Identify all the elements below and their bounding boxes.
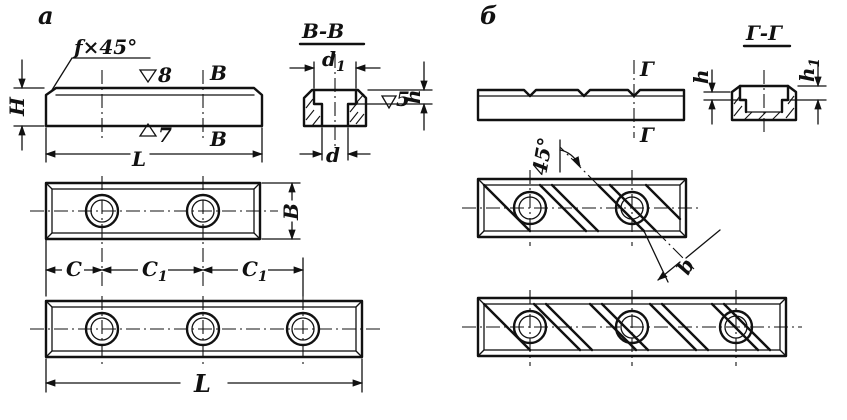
view-a-top-two-holes: B <box>30 176 303 290</box>
section-BB-hatch <box>311 115 321 127</box>
roughness-top-value: 8 <box>157 63 172 87</box>
dim-d-label: d <box>326 143 340 167</box>
dim-B-label: B <box>279 203 303 221</box>
dim-b-arrow-outer <box>685 229 721 259</box>
groove-line <box>532 302 582 352</box>
cut-B-bottom-label: В <box>209 127 227 151</box>
section-GG-hatch <box>785 107 795 119</box>
view-b-side-elevation: б Г Г <box>476 1 686 147</box>
section-GG-hatch <box>757 111 767 121</box>
dim-C1-a-label-bg <box>138 254 168 284</box>
grooved-plate-2-corner <box>679 230 687 238</box>
plate-2-corner <box>253 182 261 190</box>
section-GG-bore <box>738 84 790 114</box>
roughness-side-symbol <box>380 95 398 110</box>
dim-d1-label: d1 <box>322 47 346 75</box>
section-GG-hatch <box>743 111 753 121</box>
dim-C1-a-label: C1 <box>142 257 168 285</box>
roughness-bottom-value: 7 <box>158 123 172 147</box>
angle-label: 45° <box>527 135 557 176</box>
section-BB-body <box>302 88 368 128</box>
dim-L-label: L <box>131 147 146 171</box>
plate-3-corner <box>355 300 363 308</box>
section-GG-hatch <box>771 111 781 121</box>
view-a-side-elevation: а f×45° H L 8 7 В В <box>5 1 264 171</box>
groove-line <box>550 183 600 233</box>
dim-C-label-bg <box>62 254 84 278</box>
spacing-dimensions: C C1 C1 <box>44 239 305 297</box>
angle-arc <box>559 149 581 167</box>
dim-hgg-label: h <box>689 69 713 84</box>
section-GG-title: Г-Г <box>745 21 783 45</box>
dim-C-label: C <box>66 257 82 281</box>
section-BB-hatch <box>355 113 365 125</box>
grooved-plate-3-corner <box>477 349 485 357</box>
chamfer-leader <box>51 57 73 91</box>
dim-C1-b-label: C1 <box>242 257 268 285</box>
grooved-plate-2-corner <box>477 230 485 238</box>
section-GG-hatch <box>733 105 743 117</box>
chamfer-label: f×45° <box>72 35 137 59</box>
plate-3-corner <box>45 300 53 308</box>
dim-H-label: H <box>5 96 29 117</box>
roughness-bottom-symbol <box>138 122 158 137</box>
roughness-side-value: 5 <box>396 87 410 111</box>
view-b-label: б <box>480 1 497 30</box>
dim-b-ext-1 <box>655 230 695 270</box>
cut-B-top-label: В <box>209 61 227 85</box>
view-a-label: а <box>38 1 54 30</box>
plate-3-corner <box>45 350 53 358</box>
section-BB-hatch <box>356 93 365 103</box>
cut-G-top-label: Г <box>639 57 655 81</box>
dim-h1-label: h1 <box>795 58 823 82</box>
view-a-top-three-holes: L <box>30 296 380 398</box>
grooved-plate-3-corner <box>779 297 787 305</box>
grooved-bar-outline <box>476 88 686 122</box>
view-b-top-three-holes <box>462 290 802 366</box>
section-BB-hatch <box>349 111 359 123</box>
cut-G-bottom-label: Г <box>639 123 655 147</box>
plate-2-corner <box>253 232 261 240</box>
grooved-plate-2-corner <box>679 178 687 186</box>
section-GG: Г-Г h h1 <box>689 21 827 134</box>
dim-L2-label: L <box>193 369 211 398</box>
plate-2-corner <box>45 232 53 240</box>
roughness-top-symbol <box>138 69 158 84</box>
dim-h-label: h <box>401 89 425 104</box>
plate-2-corner <box>45 182 53 190</box>
side-bar-outline <box>44 86 264 128</box>
grooved-plate-2-corner <box>477 178 485 186</box>
groove-line <box>644 183 682 221</box>
grooved-plate-3-corner <box>779 349 787 357</box>
plate-3-corner <box>355 350 363 358</box>
section-BB-title: В-В <box>301 19 344 43</box>
view-b-top-two-holes: 45° b <box>462 135 721 283</box>
dim-C1-b-label-bg <box>238 254 268 284</box>
section-BB-hatch <box>305 109 315 121</box>
grooved-plate-3-corner <box>477 297 485 305</box>
section-BB: В-В d1 d 5 h <box>289 19 433 167</box>
dim-b-arrow-inner <box>657 261 681 281</box>
section-BB-hatch <box>305 98 314 109</box>
